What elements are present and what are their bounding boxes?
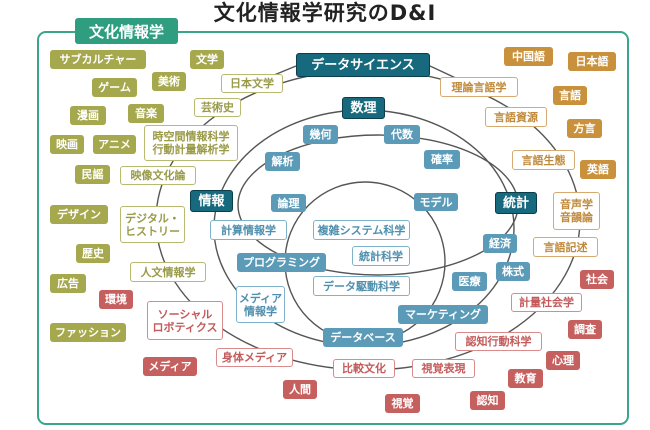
node-blue-fill: 医療	[452, 272, 487, 291]
node-olive-fill: ゲーム	[92, 78, 137, 97]
node-olive-line: 映像文化論	[120, 166, 196, 185]
node-olive-line: 人文情報学	[130, 262, 206, 282]
diagram-title: 文化情報学研究のD&I	[213, 1, 437, 25]
node-blue-fill: 経済	[483, 234, 517, 253]
node-red-fill: 社会	[580, 270, 614, 289]
node-olive-fill: 音楽	[128, 104, 164, 123]
node-blue-fill: 確率	[424, 150, 460, 169]
node-teal: データサイエンス	[296, 53, 430, 77]
node-blue-line: 統計科学	[352, 246, 410, 266]
node-olive-fill: 文学	[190, 50, 224, 69]
node-orange-fill: 英語	[580, 160, 616, 179]
node-red-fill: 環境	[99, 290, 133, 309]
node-olive-fill: 美術	[152, 72, 186, 91]
node-olive-line: デジタル・ ヒストリー	[120, 206, 185, 243]
node-olive-line: 日本文学	[221, 74, 283, 93]
node-orange-line: 理論言語学	[440, 77, 518, 97]
node-orange-fill: 言語	[553, 86, 587, 105]
frame-label: 文化情報学	[75, 18, 178, 44]
node-orange-fill: 方言	[567, 119, 602, 138]
node-blue-fill: モデル	[414, 193, 458, 211]
node-olive-line: 芸術史	[194, 98, 241, 117]
node-blue-fill: 幾何	[303, 125, 338, 144]
node-olive-fill: 映画	[50, 135, 84, 154]
node-orange-line: 言語資源	[485, 107, 547, 127]
node-blue-line: データ駆動科学	[313, 276, 410, 296]
node-red-fill: 調査	[568, 320, 602, 339]
node-blue-line: 複雑システム科学	[313, 220, 410, 240]
node-olive-fill: アニメ	[93, 135, 136, 154]
node-blue-fill: データベース	[323, 328, 403, 347]
node-red-fill: メディア	[143, 357, 197, 376]
node-orange-fill: 日本語	[568, 52, 616, 71]
node-red-fill: 心理	[546, 351, 580, 370]
node-orange-line: 音声学 音韻論	[553, 192, 600, 230]
node-olive-fill: ファッション	[50, 323, 126, 342]
node-teal: 統計	[495, 192, 537, 214]
node-blue-fill: マーケティング	[398, 305, 488, 324]
node-red-line: 身体メディア	[216, 348, 293, 367]
node-blue-line: 計算情報学	[210, 220, 287, 240]
node-red-fill: 認知	[470, 391, 505, 410]
node-orange-line: 言語生態	[512, 150, 575, 170]
node-olive-fill: 広告	[50, 274, 86, 293]
node-olive-fill: サブカルチャー	[50, 50, 146, 69]
node-blue-fill: 解析	[265, 152, 300, 171]
node-red-fill: 人間	[283, 380, 317, 399]
node-red-line: 認知行動科学	[455, 332, 542, 351]
node-blue-fill: プログラミング	[237, 253, 326, 272]
node-teal: 数理	[342, 97, 385, 119]
node-red-line: ソーシャル ロボティクス	[147, 301, 223, 340]
node-blue-fill: 代数	[384, 125, 420, 144]
node-olive-fill: 漫画	[70, 106, 106, 125]
node-red-line: 計量社会学	[511, 293, 582, 312]
node-blue-fill: 株式	[496, 262, 530, 281]
node-olive-fill: 民謡	[75, 165, 110, 184]
node-red-fill: 教育	[508, 369, 543, 388]
node-red-fill: 視覚	[385, 394, 420, 413]
node-orange-line: 言語記述	[533, 237, 598, 257]
node-red-line: 視覚表現	[412, 359, 475, 378]
node-red-line: 比較文化	[333, 359, 395, 378]
node-orange-fill: 中国語	[504, 47, 553, 66]
node-blue-line: メディア 情報学	[236, 286, 285, 323]
cultural-informatics-frame	[37, 31, 629, 425]
node-olive-fill: 歴史	[76, 244, 110, 263]
node-blue-fill: 論理	[271, 194, 306, 212]
node-olive-line: 時空間情報科学 行動計量解析学	[144, 125, 238, 161]
node-teal: 情報	[190, 190, 233, 212]
node-olive-fill: デザイン	[50, 205, 108, 224]
